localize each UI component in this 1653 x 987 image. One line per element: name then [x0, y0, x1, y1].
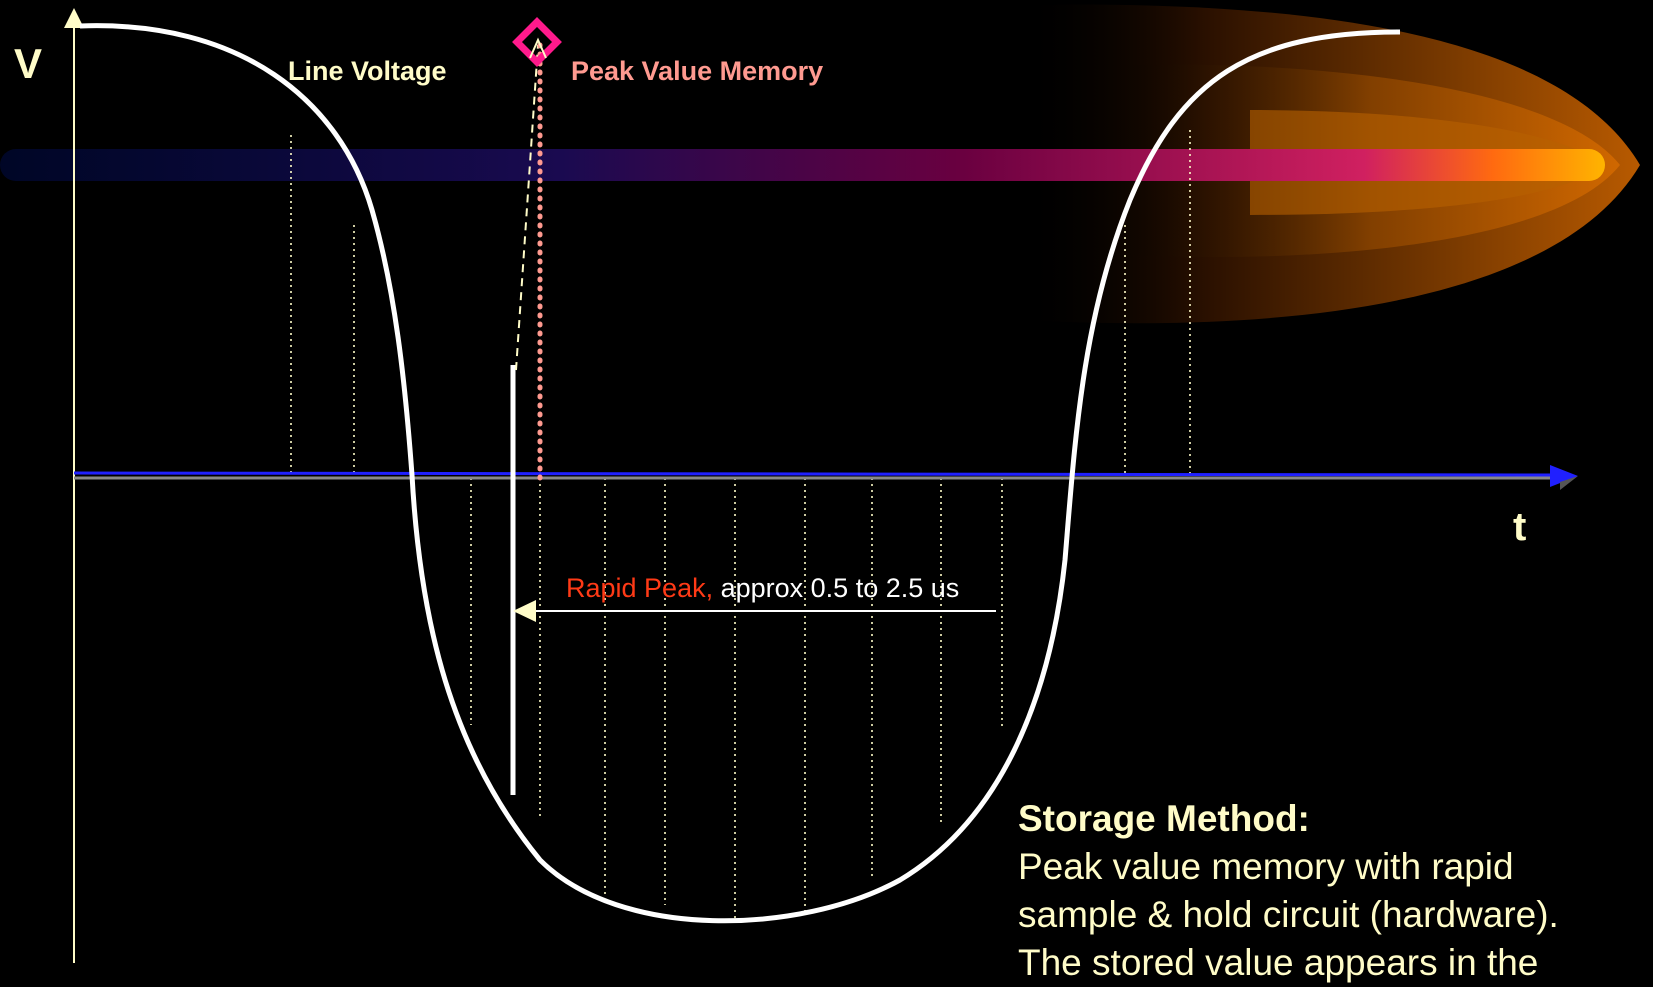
- storage-line: Peak value memory with rapid: [1018, 846, 1514, 887]
- waveform-diagram: [0, 4, 1640, 963]
- peak-link-line: [515, 44, 539, 371]
- line-voltage-curve: [79, 23, 1401, 924]
- beam-band: [0, 149, 1605, 181]
- peak-value-memory-label: Peak Value Memory: [571, 56, 824, 86]
- rapid-peak-label: Rapid Peak, approx 0.5 to 2.5 us: [566, 573, 959, 604]
- storage-line: The stored value appears in the: [1018, 942, 1539, 983]
- peak-memory-marker: [512, 17, 562, 67]
- rapid-peak-prefix: Rapid Peak,: [566, 573, 714, 603]
- storage-line: sample & hold circuit (hardware).: [1018, 894, 1559, 935]
- rapid-peak-arrow: [513, 600, 996, 622]
- sample-lines-upper: [290, 130, 1191, 478]
- line-voltage-label: Line Voltage: [288, 56, 447, 86]
- sample-lines-lower: [470, 478, 1003, 922]
- x-axis: [73, 465, 1578, 490]
- rapid-peak-duration: approx 0.5 to 2.5 us: [713, 573, 960, 603]
- y-axis-label: V: [14, 40, 43, 87]
- x-axis-label: t: [1513, 505, 1527, 549]
- y-axis: [64, 8, 84, 963]
- storage-method-text: Storage Method: Peak value memory with r…: [1018, 795, 1559, 987]
- storage-method-title: Storage Method:: [1018, 798, 1310, 839]
